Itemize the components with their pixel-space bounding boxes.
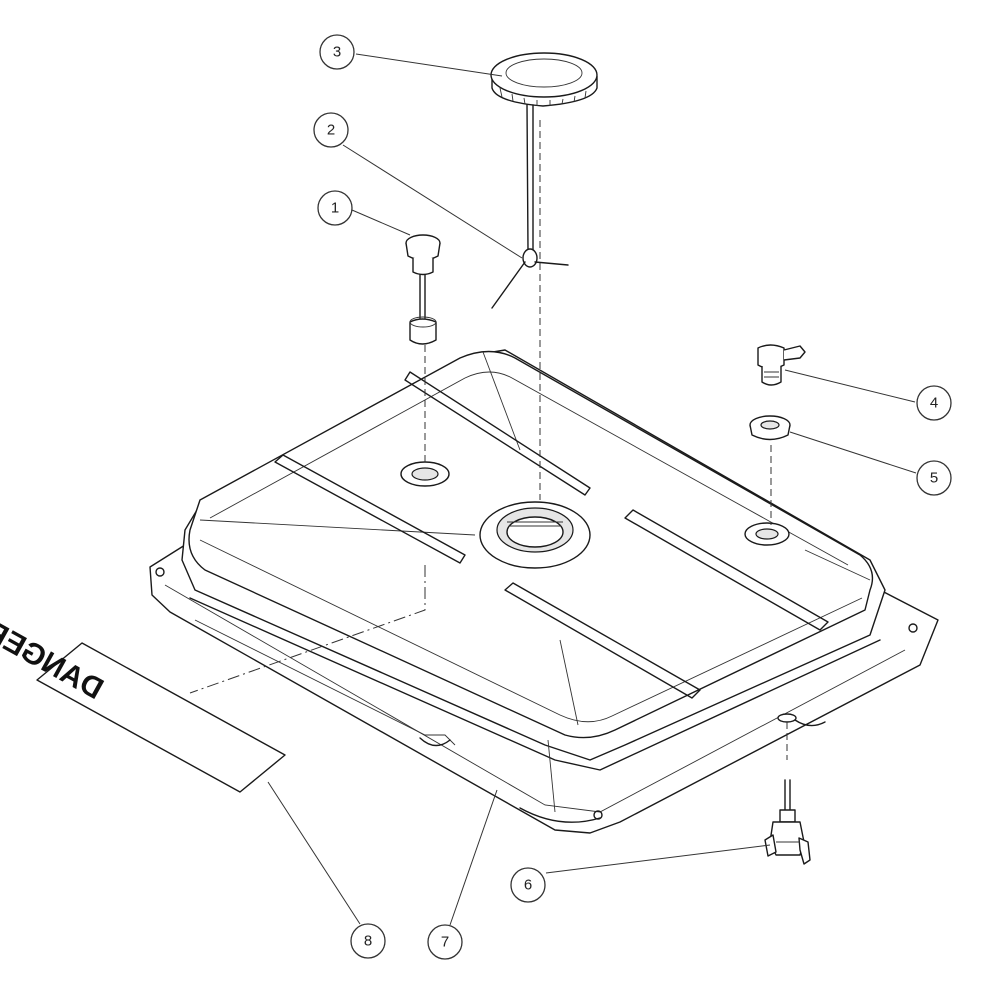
leader-2 — [342, 144, 523, 259]
leader-lines — [267, 53, 917, 926]
callout-5-number: 5 — [930, 470, 938, 487]
callout-3: 3 — [319, 34, 355, 70]
grommet — [749, 415, 791, 441]
callout-7: 7 — [427, 924, 463, 960]
leader-5 — [789, 431, 917, 474]
callout-2-number: 2 — [327, 122, 335, 139]
callout-8: 8 — [350, 923, 386, 959]
leader-4 — [784, 369, 916, 403]
callout-4: 4 — [916, 385, 952, 421]
fuel-valve — [764, 779, 811, 865]
callout-5: 5 — [916, 460, 952, 496]
leader-7 — [449, 789, 498, 926]
callout-1: 1 — [317, 190, 353, 226]
callout-6-number: 6 — [524, 877, 532, 894]
leader-8 — [267, 781, 361, 925]
retaining-strap — [491, 248, 569, 309]
leader-3 — [355, 53, 503, 77]
vent-fitting — [757, 344, 806, 386]
fuel-tank — [149, 349, 939, 834]
callout-7-number: 7 — [441, 934, 449, 951]
callout-8-number: 8 — [364, 933, 372, 950]
callout-1-number: 1 — [331, 200, 339, 217]
callout-4-number: 4 — [930, 395, 938, 412]
callout-6: 6 — [510, 867, 546, 903]
leader-6 — [545, 844, 771, 874]
callout-3-number: 3 — [333, 44, 341, 61]
dipstick-plug — [405, 234, 441, 345]
leader-1 — [351, 209, 411, 236]
label-placement-line — [189, 565, 426, 694]
fuel-cap — [490, 52, 598, 251]
callout-2: 2 — [313, 112, 349, 148]
